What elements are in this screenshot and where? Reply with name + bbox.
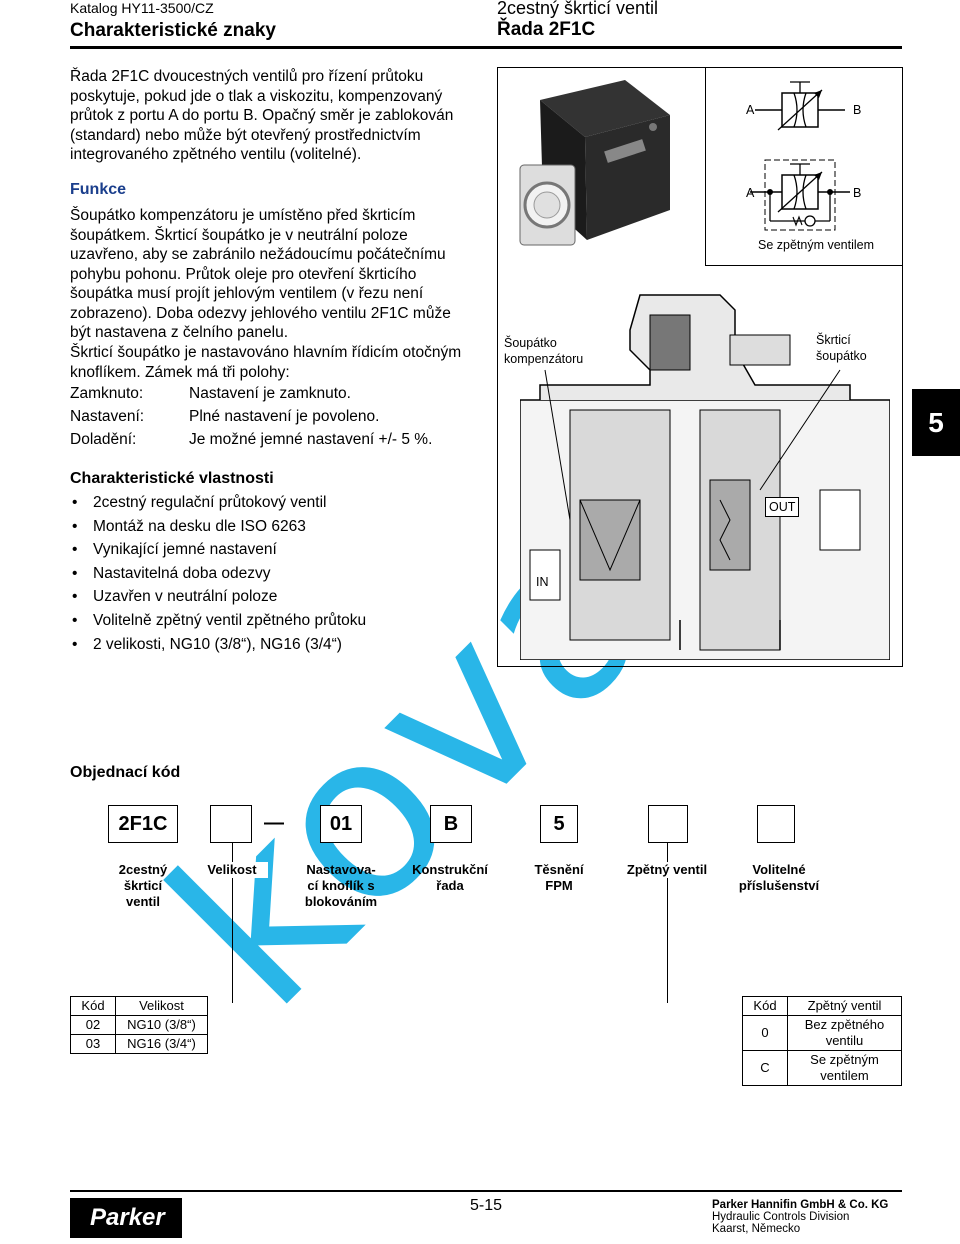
footer-rule	[70, 1190, 902, 1192]
valve-photo	[519, 80, 670, 246]
port-a-label-2: A	[746, 186, 755, 200]
list-item: Volitelně zpětný ventil zpětného průtoku	[70, 609, 490, 633]
code-box-knob: 01	[320, 805, 362, 843]
out-label: OUT	[765, 497, 800, 517]
symbol-caption: Se zpětným ventilem	[758, 238, 875, 252]
table-row: 02 NG10 (3/8“)	[70, 1015, 208, 1035]
chapter-tab: 5	[912, 389, 960, 456]
footer-company: Parker Hannifin GmbH & Co. KG Hydraulic …	[712, 1199, 889, 1235]
figure-frame	[497, 67, 903, 667]
code-box-seal: 5	[540, 805, 578, 843]
list-item: Nastavitelná doba odezvy	[70, 562, 490, 586]
function-text-1: Šoupátko kompenzátoru je umístěno před š…	[70, 207, 451, 341]
intro-text: Řada 2F1C dvoucestných ventilů pro řízen…	[70, 68, 454, 163]
table-header-row: Kód Velikost	[70, 996, 208, 1016]
connector-check	[667, 843, 668, 1003]
features-list: 2cestný regulační průtokový ventil Montá…	[70, 491, 490, 656]
list-item: Montáž na desku dle ISO 6263	[70, 515, 490, 539]
label-size: Velikost	[196, 862, 268, 878]
connector-size	[232, 843, 233, 1003]
in-label: IN	[536, 574, 549, 590]
position-row: Nastavení:Plné nastavení je povoleno.	[70, 408, 380, 425]
code-box-size	[210, 805, 252, 843]
ordering-heading: Objednací kód	[70, 764, 181, 781]
function-text-2: Škrticí šoupátko je nastavováno hlavním …	[70, 344, 462, 381]
parker-logo: Parker	[70, 1198, 182, 1238]
symbol-throttle-check	[750, 159, 850, 231]
product-name: 2cestný škrticí ventil	[497, 0, 659, 18]
list-item: 2cestný regulační průtokový ventil	[70, 491, 490, 515]
table-row: 03 NG16 (3/4“)	[70, 1034, 208, 1054]
code-box-check	[648, 805, 688, 843]
check-valve-table: Kód Zpětný ventil 0 Bez zpětného ventilu…	[742, 996, 902, 1086]
function-heading: Funkce	[70, 181, 127, 198]
symbol-panel	[705, 67, 902, 266]
valve-cross-section	[520, 294, 890, 660]
features-heading: Charakteristické vlastnosti	[70, 470, 274, 487]
page-number: 5-15	[470, 1197, 503, 1214]
code-box-series: 2F1C	[108, 805, 178, 843]
position-row: Doladění:Je možné jemné nastavení +/- 5 …	[70, 431, 433, 448]
port-b-label-2: B	[853, 186, 862, 200]
symbol-throttle	[755, 81, 845, 131]
port-b-label: B	[853, 103, 862, 117]
code-box-options	[757, 805, 795, 843]
table-row: 0 Bez zpětného ventilu	[742, 1015, 902, 1051]
list-item: 2 velikosti, NG10 (3/8“), NG16 (3/4“)	[70, 633, 490, 657]
series-title: Řada 2F1C	[497, 19, 596, 40]
port-a-label: A	[746, 103, 755, 117]
list-item: Vynikající jemné nastavení	[70, 538, 490, 562]
catalog-number: Katalog HY11-3500/CZ	[70, 0, 214, 16]
section-title: Charakteristické znaky	[70, 20, 276, 41]
header-rule	[70, 46, 902, 49]
list-item: Uzavřen v neutrální poloze	[70, 585, 490, 609]
table-header-row: Kód Zpětný ventil	[742, 996, 902, 1016]
table-row: C Se zpětným ventilem	[742, 1050, 902, 1086]
code-box-design: B	[430, 805, 472, 843]
positions-list: Zamknuto:Nastavení je zamknuto. Nastaven…	[70, 385, 490, 454]
label-check: Zpětný ventil	[617, 862, 717, 878]
code-dash: —	[264, 812, 284, 834]
position-row: Zamknuto:Nastavení je zamknuto.	[70, 385, 351, 402]
size-table: Kód Velikost 02 NG10 (3/8“) 03 NG16 (3/4…	[70, 996, 208, 1054]
